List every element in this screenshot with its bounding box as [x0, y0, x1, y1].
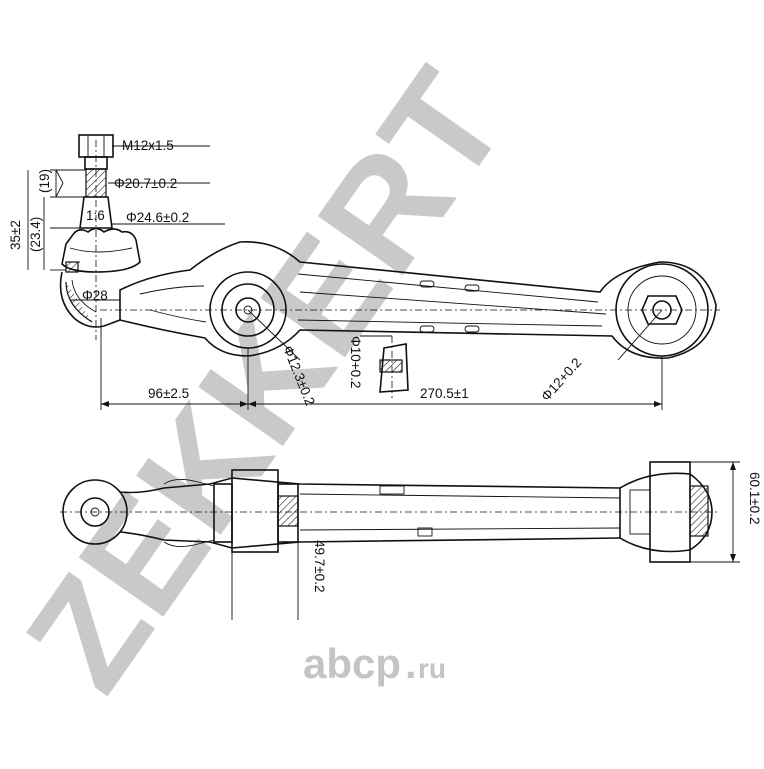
side-view: M12x1.5 Φ20.7±0.2 Φ24.6±0.2 1:6 Φ28 (19)…	[8, 134, 720, 410]
height-19-label: (19)	[37, 169, 52, 193]
height-35-label: 35±2	[8, 220, 23, 250]
plan-view: 60.1±0.2 49.7±0.2	[60, 461, 762, 620]
taper-ratio-label: 1:6	[86, 208, 105, 223]
ball-diameter-label: Φ28	[82, 288, 108, 303]
abcp-logo-dot: .	[405, 640, 417, 687]
control-arm-body	[100, 241, 720, 398]
bracket-hole-diameter-label: Φ10+0.2	[348, 336, 363, 388]
abcp-logo-tld: ru	[418, 653, 446, 684]
side-view-dimension-lines	[27, 145, 663, 410]
rear-bushing-diameter-label: Φ12+0.2	[538, 355, 584, 404]
length-96-label: 96±2.5	[148, 386, 189, 401]
top-diameter-label: Φ20.7±0.2	[114, 176, 177, 191]
mid-diameter-label: Φ24.6±0.2	[126, 210, 189, 225]
abcp-logo-main: abcp	[303, 640, 401, 687]
ball-joint-stud	[59, 134, 141, 340]
front-bushing-width-label: 49.7±0.2	[312, 540, 327, 592]
height-23-4-label: (23.4)	[28, 217, 43, 252]
rear-bushing-width-label: 60.1±0.2	[747, 472, 762, 524]
zekkert-watermark: ZEKKERT	[0, 42, 537, 719]
watermark-brand-text: ZEKKERT	[0, 42, 537, 719]
length-270-5-label: 270.5±1	[420, 386, 469, 401]
thread-size-label: M12x1.5	[122, 138, 174, 153]
abcp-logo: abcp . ru	[303, 640, 446, 687]
